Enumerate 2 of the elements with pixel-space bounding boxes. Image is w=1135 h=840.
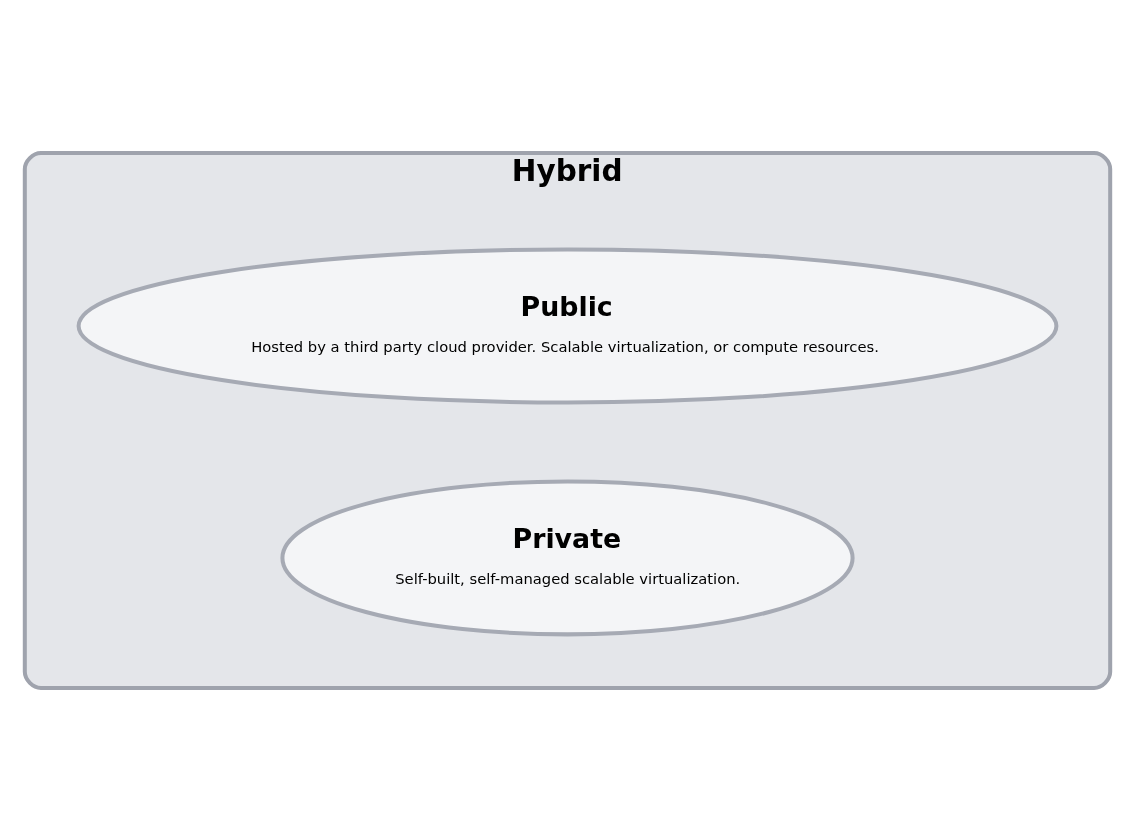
node-ellipse: Private Self-built, self-managed scalable virtualization. <box>280 478 855 636</box>
node-ellipse: Public Hosted by a third party cloud provider. Scalable virtualization, or compute resources. <box>76 247 1059 404</box>
